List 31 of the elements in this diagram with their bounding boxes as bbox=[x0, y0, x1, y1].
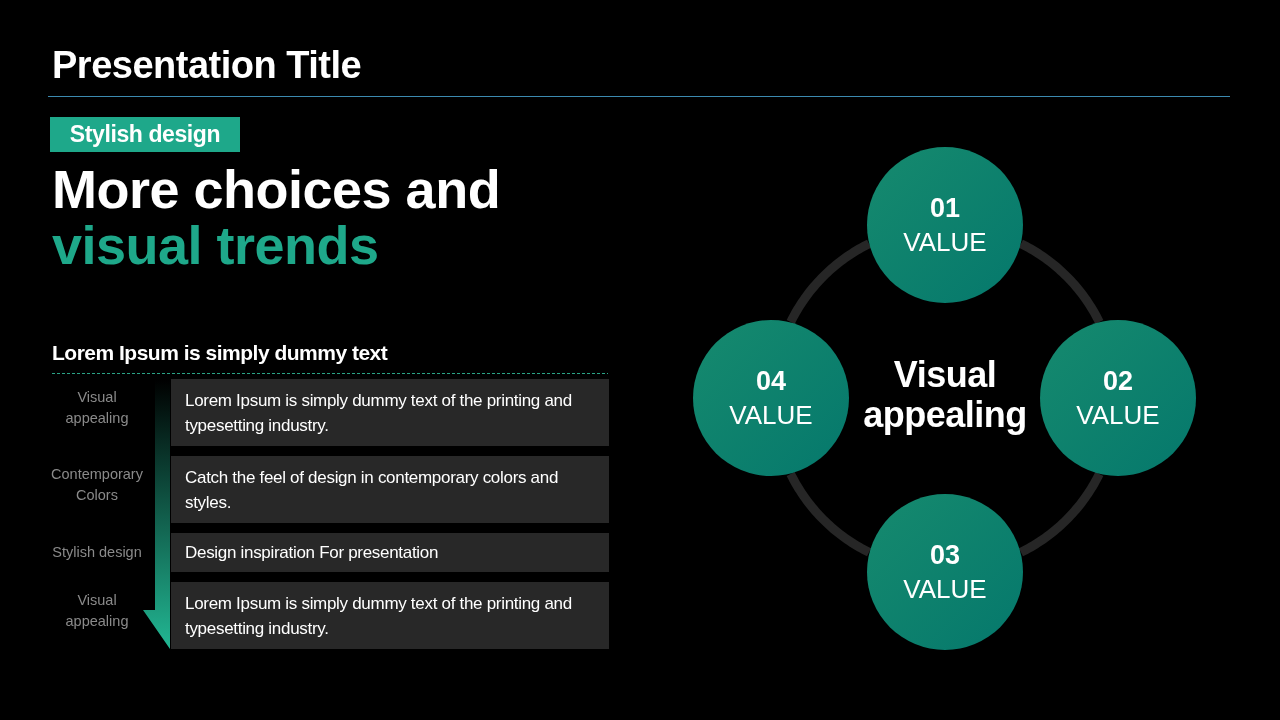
headline: visual trends bbox=[52, 216, 380, 274]
value-label: VALUE bbox=[729, 399, 813, 432]
step-number: 01 bbox=[929, 192, 960, 225]
step-number: 03 bbox=[929, 539, 960, 572]
text-row bbox=[171, 582, 609, 649]
row-text: Lorem Ipsum is simply dummy text of the printing and typesetting industry. bbox=[185, 389, 573, 437]
text-row bbox=[171, 379, 609, 446]
value-label: VALUE bbox=[903, 226, 987, 259]
ring-connector bbox=[786, 471, 872, 557]
row-text: Catch the feel of design in contemporary colors and styles. bbox=[185, 466, 560, 514]
value-label: VALUE bbox=[903, 573, 987, 606]
ring-connector bbox=[1018, 471, 1104, 557]
row-label: Contemporary Colors bbox=[50, 465, 144, 505]
row-label: Visual appealing bbox=[64, 591, 130, 631]
row-text: Lorem Ipsum is simply dummy text of the printing and typesetting industry. bbox=[185, 592, 573, 640]
subheading: Lorem Ipsum is simply dummy text bbox=[52, 340, 389, 365]
text-row bbox=[171, 456, 609, 523]
row-text: Design inspiration For presentation bbox=[185, 542, 440, 564]
headline: More choices and bbox=[52, 160, 502, 218]
tag-text: Stylish design bbox=[69, 121, 221, 148]
step-number: 04 bbox=[755, 365, 786, 398]
tag-badge bbox=[50, 117, 240, 152]
ring-connector bbox=[1018, 239, 1104, 325]
row-label: Visual appealing bbox=[64, 388, 130, 428]
ring-connector bbox=[786, 239, 872, 325]
slide-title: Presentation Title bbox=[52, 44, 362, 87]
row-label: Stylish design bbox=[51, 543, 143, 562]
step-number: 02 bbox=[1102, 365, 1133, 398]
value-label: VALUE bbox=[1076, 399, 1160, 432]
text-row bbox=[171, 533, 609, 572]
center-label: Visual appealing bbox=[862, 355, 1028, 435]
